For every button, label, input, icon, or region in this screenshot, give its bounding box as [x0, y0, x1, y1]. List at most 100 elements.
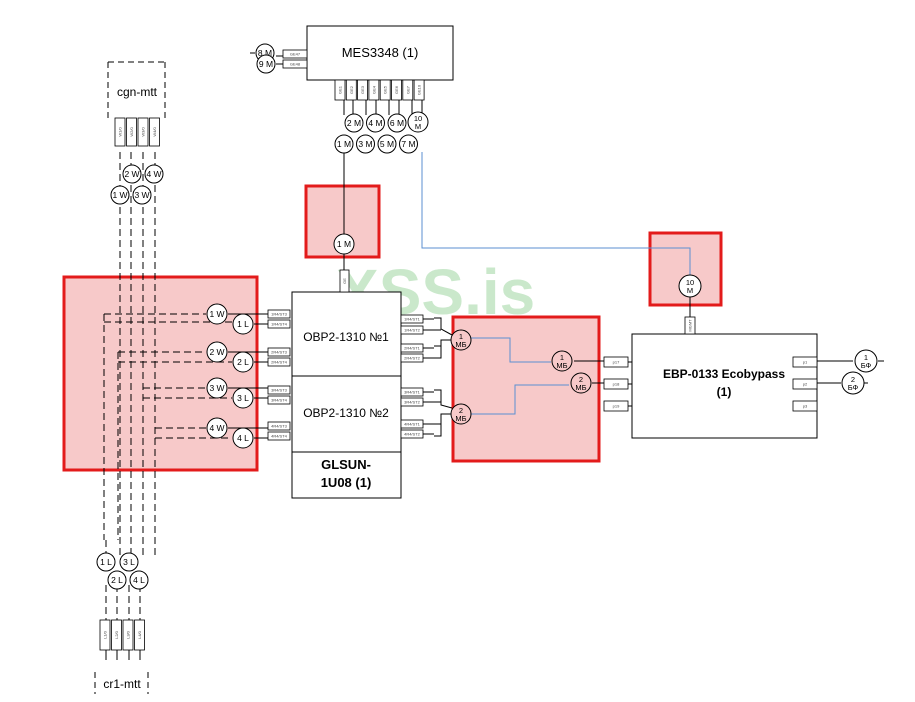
- cr1-port-3: L3/0: [122, 619, 134, 651]
- ebp-mgmt-port-label: MGMT: [688, 319, 693, 332]
- bf-cable-2: 2БФ: [841, 371, 865, 395]
- obp-chassis: [291, 291, 402, 499]
- cgn-port-3-label: W3/0: [141, 127, 146, 137]
- ebp-title-line1: EBP-0133 Ecobypass: [663, 367, 785, 381]
- mb-cable-right-2-label-1: 2: [579, 375, 583, 384]
- mes-cable-bottom-3: 5 M: [377, 134, 397, 154]
- obp-right-port-2-label: 1R4/ST2: [404, 328, 421, 333]
- mes-side-port-2: GE48: [282, 59, 308, 69]
- mes-cable-10m-label-1: 10: [414, 114, 422, 123]
- obp-ge-port: GE: [339, 269, 350, 293]
- obp-right-port-3-label: 2R4/ST1: [404, 346, 421, 351]
- cgn-cable-top-2-label: 4 W: [146, 169, 161, 179]
- mes-port-2: GE2: [345, 79, 357, 101]
- cr1-port-3-label: L3/0: [126, 630, 131, 639]
- obp-left-port-1: 1R4/ST3: [267, 309, 291, 319]
- mes-cable-top-2: 4 M: [366, 113, 385, 133]
- mes-port-6: GE6: [391, 79, 402, 101]
- cr1-cable-bottom-1: 2 L: [107, 570, 127, 590]
- mes-cable-10m: 10M: [407, 111, 429, 133]
- mes-port-7-label: GE7: [405, 85, 410, 94]
- cr1-port-1: L1/0: [99, 619, 111, 651]
- ebp-left-port-2-label: p18: [613, 382, 620, 387]
- mes-cable-top-1-label: 2 M: [347, 118, 361, 128]
- ebp-title-line2: (1): [717, 385, 732, 399]
- cr1-cable-top-2-label: 3 L: [123, 557, 135, 567]
- bf-cable-2-label-1: 2: [851, 375, 855, 384]
- cgn-cable-top-1: 2 W: [122, 164, 142, 184]
- obp-left-port-3-label: 2R4/ST3: [271, 350, 288, 355]
- mes-box: [306, 25, 454, 81]
- left-cable-5-label: 3 W: [209, 383, 224, 393]
- glsun-title-line1: GLSUN-: [321, 457, 371, 472]
- obp-right-port-8-label: 4R4/ST2: [404, 432, 421, 437]
- cr1-port-4-label: L4/0: [137, 630, 142, 639]
- left-cable-1: 1 W: [206, 303, 228, 325]
- connection-lines: [94, 52, 884, 694]
- obp-right-port-1: 1R4/ST1: [400, 314, 424, 324]
- ebp-left-port-1: p17: [603, 356, 629, 368]
- obp-left-port-7-label: 4R4/ST3: [271, 424, 288, 429]
- mes-port-8: GE10: [413, 79, 425, 101]
- cr1-cable-top-2: 3 L: [119, 552, 139, 572]
- cable-9m-label: 9 M: [259, 59, 273, 69]
- cgn-port-4-label: W4/0: [152, 127, 157, 137]
- mes-cable-bottom-2-label: 3 M: [358, 139, 372, 149]
- ebp-left-port-2: p18: [603, 378, 629, 390]
- cable-1m-mid: 1 M: [333, 233, 355, 255]
- bf-cable-1: 1БФ: [854, 349, 878, 373]
- mes-port-7: GE7: [402, 79, 414, 101]
- glsun-title-line2: 1U08 (1): [321, 475, 372, 490]
- mb-cable-right-2-label-2: МБ: [575, 383, 586, 392]
- left-cable-8-label: 4 L: [237, 433, 249, 443]
- mes-side-port-2-label: GE48: [290, 62, 301, 67]
- mes-port-4: GE4: [368, 79, 380, 101]
- mb-cable-right-1-label-2: МБ: [556, 361, 567, 370]
- cable-8m-label: 8 M: [258, 48, 272, 58]
- mes-cable-10m-label-2: M: [415, 122, 421, 131]
- obp-right-port-7: 4R4/ST1: [400, 419, 424, 429]
- mb-cable-left-2-label-1: 2: [459, 406, 463, 415]
- mb-cable-left-1-label-2: МБ: [455, 340, 466, 349]
- mes-cable-bottom-1: 1 M: [334, 134, 354, 154]
- left-cable-8: 4 L: [232, 427, 254, 449]
- mes-cable-bottom-4-label: 7 M: [401, 139, 415, 149]
- cr1-title: cr1-mtt: [103, 677, 141, 691]
- mb-cable-left-2-label-2: МБ: [455, 414, 466, 423]
- obp-left-port-8-label: 4R4/ST4: [271, 434, 288, 439]
- left-cable-7-label: 4 W: [209, 423, 224, 433]
- left-cable-3: 2 W: [206, 341, 228, 363]
- mes-cable-bottom-3-label: 5 M: [380, 139, 394, 149]
- obp-right-port-5: 3R4/ST1: [400, 387, 424, 397]
- left-cable-2-label: 1 L: [237, 319, 249, 329]
- mes-port-4-label: GE4: [371, 85, 376, 94]
- cr1-port-2: L2/0: [111, 619, 122, 651]
- obp-right-port-4: 2R4/ST2: [400, 353, 424, 363]
- cgn-title: cgn-mtt: [117, 85, 158, 99]
- left-cable-6-label: 3 L: [237, 393, 249, 403]
- mes-port-1: GE1: [334, 79, 346, 101]
- cr1-cable-top-1: 1 L: [96, 552, 116, 572]
- mes-port-6-label: GE6: [394, 85, 399, 94]
- ebp-mgmt-port: MGMT: [684, 316, 696, 335]
- cr1-cable-bottom-2: 4 L: [129, 570, 149, 590]
- device-boxes: [291, 25, 818, 499]
- cr1-port-4: L4/0: [134, 619, 145, 651]
- mb-cable-left-1-label-1: 1: [459, 332, 463, 341]
- left-cable-4: 2 L: [232, 351, 254, 373]
- mes-port-8-label: GE10: [417, 84, 422, 95]
- cable-10m-right-label-1: 10: [686, 278, 694, 287]
- obp-right-port-4-label: 2R4/ST2: [404, 356, 421, 361]
- left-cable-3-label: 2 W: [209, 347, 224, 357]
- cr1-cable-bottom-1-label: 2 L: [111, 575, 123, 585]
- mes-port-2-label: GE2: [349, 85, 354, 94]
- mes-cable-top-1: 2 M: [344, 113, 364, 133]
- obp-right-port-1-label: 1R4/ST1: [404, 317, 421, 322]
- obp-left-port-3: 2R4/ST3: [267, 347, 291, 357]
- cgn-port-2-label: W2/0: [129, 127, 134, 137]
- ebp-right-port-2-label: p2: [803, 382, 808, 387]
- ebp-right-port-1: p1: [792, 356, 818, 368]
- cable-10m-right: 10M: [678, 274, 702, 298]
- obp1-title: OBP2-1310 №1: [303, 330, 389, 344]
